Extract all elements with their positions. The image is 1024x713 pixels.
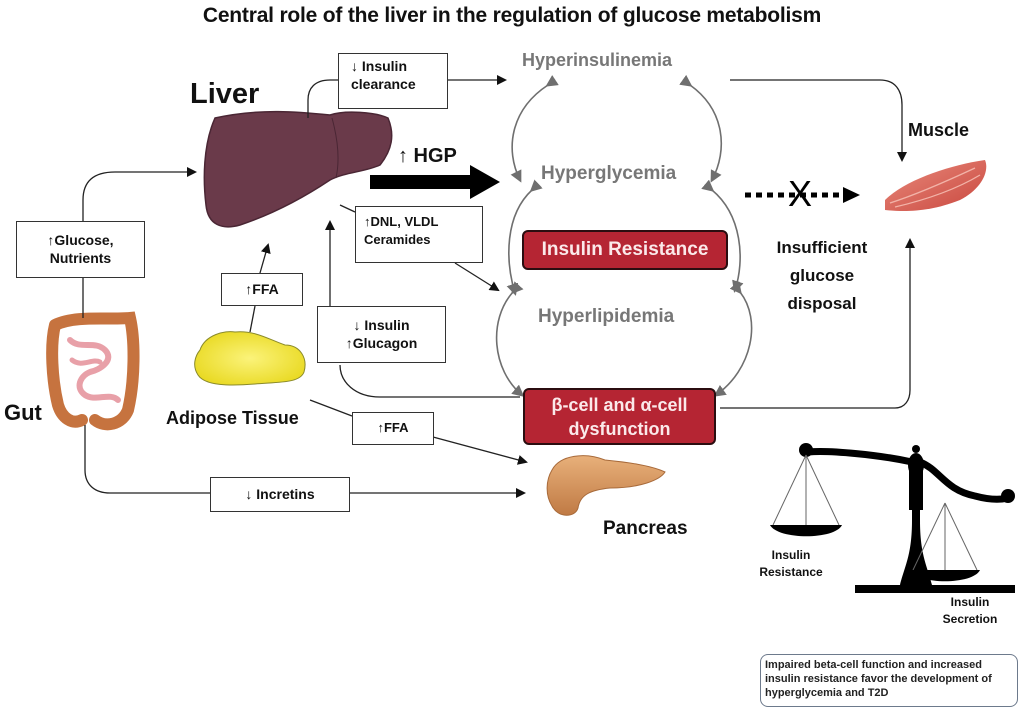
blocked-x-icon: X <box>788 173 813 214</box>
scale-insulin-resistance-label: Insulin Resistance <box>756 547 826 581</box>
glucose-nutrients-line-1: ↑Glucose, <box>47 232 114 248</box>
pancreas-icon <box>546 455 666 516</box>
muscle-icon <box>885 160 987 211</box>
balance-scale-icon <box>770 443 1015 593</box>
cycle-arrows <box>495 74 753 397</box>
insufficient-line-1: Insufficient <box>776 238 868 257</box>
hyperlipidemia-label: Hyperlipidemia <box>538 306 675 327</box>
gut-icon <box>46 311 140 431</box>
diagram-title: Central role of the liver in the regulat… <box>202 4 822 27</box>
beta-alpha-cell-dysfunction-box: β-cell and α-cell dysfunction <box>523 388 716 445</box>
insulin-resistance-box: Insulin Resistance <box>522 230 728 270</box>
scale-right-line-2: Secretion <box>942 612 998 626</box>
liver-label: Liver <box>190 78 260 110</box>
dnl-vldl-line-1: ↑DNL, VLDL <box>364 214 439 229</box>
adipose-tissue-label: Adipose Tissue <box>166 408 299 428</box>
insulin-clearance-line-2: clearance <box>351 76 416 92</box>
ffa-pancreas-box: ↑FFA <box>352 412 434 445</box>
glucose-nutrients-box: ↑Glucose, Nutrients <box>16 221 145 278</box>
scale-right-line-1: Insulin <box>950 595 990 609</box>
hyperglycemia-label: Hyperglycemia <box>541 163 677 184</box>
beta-alpha-line-2: dysfunction <box>568 419 671 439</box>
dnl-vldl-ceramides-box: ↑DNL, VLDL Ceramides <box>355 206 483 263</box>
glucose-nutrients-line-2: Nutrients <box>49 250 112 266</box>
hyperinsulinemia-label: Hyperinsulinemia <box>522 50 673 70</box>
adipose-tissue-icon <box>194 331 306 386</box>
gut-label: Gut <box>4 400 42 425</box>
pancreas-label: Pancreas <box>603 518 688 539</box>
muscle-label: Muscle <box>908 120 970 140</box>
scale-left-line-1: Insulin <box>771 548 811 562</box>
beta-alpha-line-1: β-cell and α-cell <box>551 395 688 415</box>
insufficient-glucose-disposal-label: Insufficient glucose disposal <box>762 234 882 318</box>
insufficient-line-3: disposal <box>787 294 857 313</box>
insulin-glucagon-line-1: ↓ Insulin <box>353 317 410 333</box>
insulin-clearance-line-1: ↓ Insulin <box>351 58 407 74</box>
insulin-glucagon-line-2: ↑Glucagon <box>345 335 418 351</box>
insufficient-line-2: glucose <box>789 266 855 285</box>
dnl-vldl-line-2: Ceramides <box>364 232 431 247</box>
hgp-arrow-icon <box>370 165 500 199</box>
summary-note: Impaired beta-cell function and increase… <box>760 654 1018 707</box>
hgp-label: ↑ HGP <box>398 145 457 167</box>
insulin-clearance-box: ↓ Insulin clearance <box>338 53 448 109</box>
liver-icon <box>203 110 393 228</box>
ffa-liver-box: ↑FFA <box>221 273 303 306</box>
incretins-box: ↓ Incretins <box>210 477 350 512</box>
insulin-glucagon-box: ↓ Insulin ↑Glucagon <box>317 306 446 363</box>
scale-insulin-secretion-label: Insulin Secretion <box>930 594 1010 628</box>
scale-left-line-2: Resistance <box>759 565 823 579</box>
